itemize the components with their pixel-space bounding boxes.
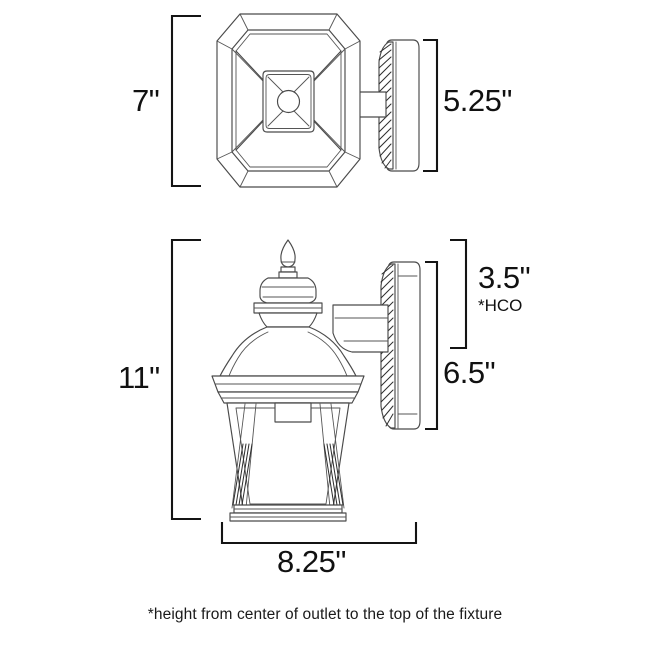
side-view-glass-body: [226, 402, 350, 509]
dim-bracket-65in: [425, 260, 439, 431]
side-view-group: [211, 239, 421, 522]
dimension-label-mount-height: 3.5": [478, 260, 531, 295]
dimension-label-backplate-height: 6.5": [443, 355, 496, 390]
dim-bracket-35in: [450, 238, 468, 350]
dimension-label-width: 8.25": [277, 544, 346, 579]
dimension-label-top-depth: 5.25": [443, 83, 512, 118]
top-view-facet-lines: [231, 48, 346, 153]
right-post-fluting: [323, 443, 344, 506]
left-post-fluting: [232, 443, 253, 506]
dimension-lines: [170, 14, 468, 545]
top-view-center-boss: [262, 70, 315, 133]
dim-bracket-825in: [220, 522, 418, 545]
dim-bracket-7in: [170, 14, 201, 188]
top-view-group: [216, 13, 420, 188]
side-view-dome-cap: [219, 326, 357, 377]
side-view-mount-arm: [332, 304, 389, 353]
dimension-label-side-height: 11": [118, 360, 160, 395]
top-view-corner-chamfers: [216, 13, 361, 188]
dimension-label-top-height: 7": [132, 83, 160, 118]
dim-bracket-525in: [423, 38, 439, 173]
side-view-neck-collar: [253, 277, 323, 328]
side-view-cap-rim: [211, 375, 365, 404]
side-view-corner-posts: [231, 403, 345, 509]
side-view-base-plinth: [229, 504, 347, 522]
dimension-label-hco-note: *HCO: [478, 296, 523, 315]
side-view-finial: [278, 239, 298, 279]
footnote-text: *height from center of outlet to the top…: [147, 606, 503, 623]
dim-bracket-11in: [170, 238, 201, 521]
